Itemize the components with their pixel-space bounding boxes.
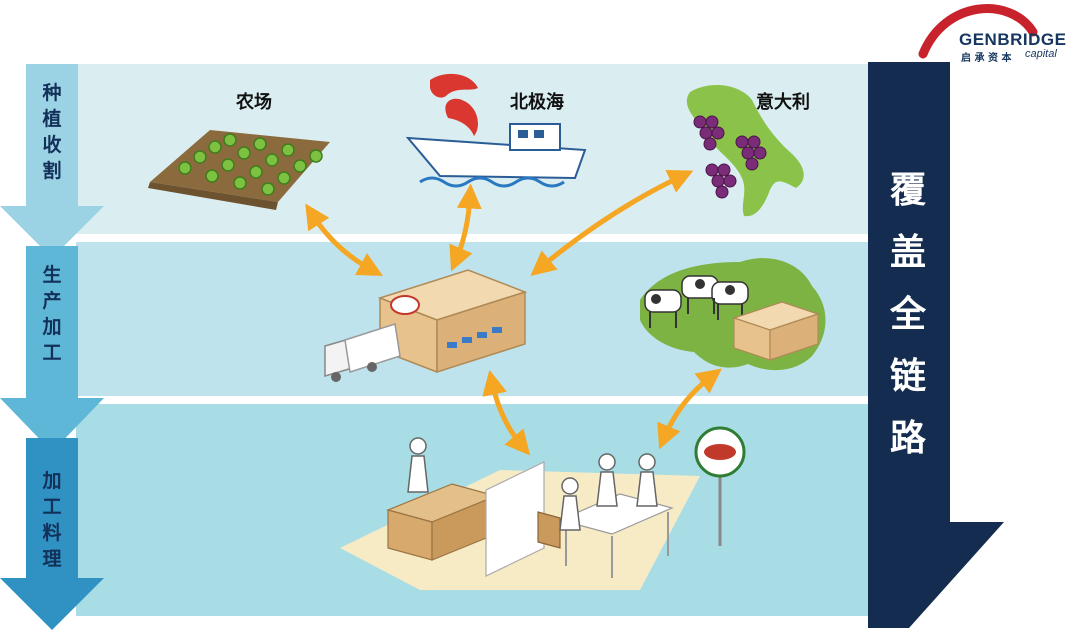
farm-field-icon [148,130,330,210]
logo-name: GENBRIDGE [959,30,1067,49]
logo-arc-icon [918,4,1038,59]
logo-sub-cn: 启 承 资 本 [961,53,1012,64]
place-label-arctic: 北极海 [510,92,564,113]
truck-icon [324,323,401,382]
stage-arrow-2 [0,246,104,452]
shrimp-icon [430,73,478,136]
stage-arrows [0,64,104,630]
connector-factory-restaurant [482,369,531,456]
chair-icon [537,511,561,549]
stage-label-production: 生产加工 [42,264,62,364]
place-label-italy: 意大利 [756,92,810,113]
cows-icon [644,275,749,328]
stage-arrow-3 [0,438,104,630]
connector-italy-factory [530,170,694,276]
people-icon [407,437,658,531]
australia-factory-icon [732,301,820,361]
coverage-label: 覆盖全链路 [889,170,926,459]
connector-farm-factory [305,203,383,276]
band-separator-2 [76,396,870,404]
coverage-arrow [868,62,1004,628]
stage-arrow-1 [0,64,104,258]
place-label-farm: 农场 [236,92,272,113]
stage-label-planting: 种植收割 [42,82,62,182]
genbridge-logo: GENBRIDGE 启 承 资 本 capital [915,2,1080,64]
grapes-icon [693,115,767,199]
connector-australia-restaurant [657,368,722,450]
boat-icon [405,123,587,188]
restaurant-sign-icon [694,426,746,546]
flow-connectors [305,170,722,456]
partition-icon [485,461,545,577]
connector-arctic-factory [449,183,482,272]
stage-label-processing: 加工料理 [42,470,62,570]
factory-icon [377,269,528,374]
logo-sub-en: capital [1025,48,1057,60]
